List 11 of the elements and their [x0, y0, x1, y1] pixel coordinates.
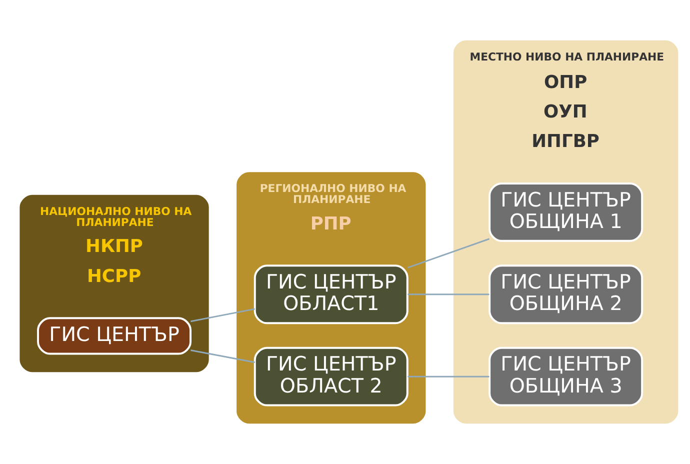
node-box: ГИС ЦЕНТЪР: [37, 317, 192, 355]
connector: [190, 308, 256, 322]
node-box: ГИС ЦЕНТЪР ОБЩИНА 2: [488, 264, 644, 324]
connector: [408, 294, 490, 296]
connector: [408, 376, 490, 378]
connector: [190, 350, 255, 364]
node-box: ГИС ЦЕНТЪР ОБЩИНА 3: [488, 346, 644, 406]
node-box: ГИС ЦЕНТЪР ОБЛАСТ 2: [254, 346, 408, 406]
connector: [407, 238, 490, 268]
node-box: ГИС ЦЕНТЪР ОБЩИНА 1: [488, 182, 644, 242]
node-box: ГИС ЦЕНТЪР ОБЛАСТ1: [254, 264, 408, 324]
